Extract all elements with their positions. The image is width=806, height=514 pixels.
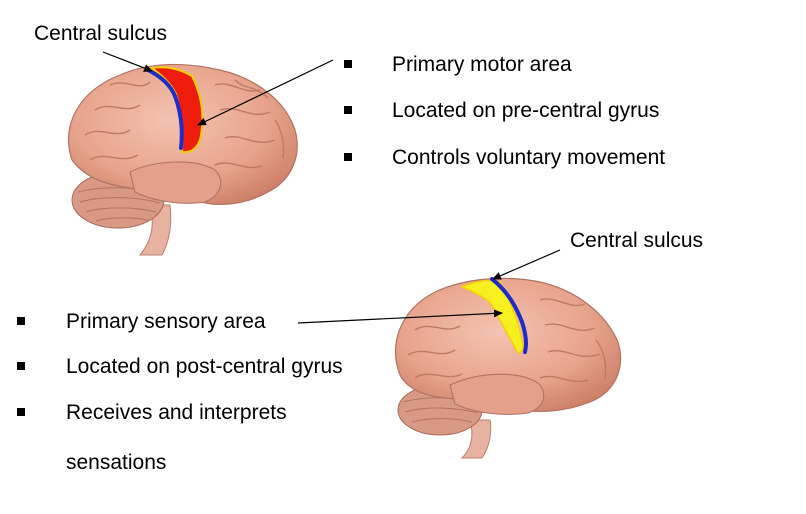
top-gyri — [84, 79, 285, 169]
bottom-bullet-marker-1 — [17, 317, 25, 325]
bottom-bullet-text-3: Receives and interprets — [66, 401, 287, 424]
bottom-central-sulcus-line — [490, 277, 528, 354]
bottom-bullet-text-2: Located on post-central gyrus — [66, 355, 343, 378]
top-bullet-marker-3 — [344, 153, 352, 161]
bottom-brain-illustration — [394, 277, 622, 459]
bottom-bullet-text-1: Primary sensory area — [66, 310, 266, 333]
bottom-bullet-text-3-continued: sensations — [66, 451, 167, 474]
top-sulcus-pointer — [102, 51, 153, 72]
bottom-temporal-lobe — [449, 373, 545, 415]
top-temporal-lobe — [129, 161, 222, 204]
bottom-brain-stem — [460, 419, 492, 459]
top-bullet-text-3: Controls voluntary movement — [392, 146, 666, 169]
bottom-sensory-area-pointer — [297, 309, 503, 324]
top-brain-illustration — [67, 63, 298, 256]
top-bullet-text-2: Located on pre-central gyrus — [392, 99, 660, 122]
bottom-central-sulcus-label: Central sulcus — [570, 229, 704, 252]
bottom-gyri — [407, 298, 607, 383]
top-brain-stem — [138, 204, 172, 256]
top-central-sulcus-line — [146, 68, 184, 150]
top-motor-area-pointer — [197, 59, 334, 126]
bottom-sulcus-pointer — [492, 249, 561, 280]
top-bullet-marker-1 — [344, 60, 352, 68]
bottom-bullet-marker-3 — [17, 408, 25, 416]
bottom-bullet-marker-2 — [17, 362, 25, 370]
top-bullet-marker-2 — [344, 106, 352, 114]
top-central-sulcus-label: Central sulcus — [34, 22, 168, 45]
top-bullet-text-1: Primary motor area — [392, 53, 572, 76]
